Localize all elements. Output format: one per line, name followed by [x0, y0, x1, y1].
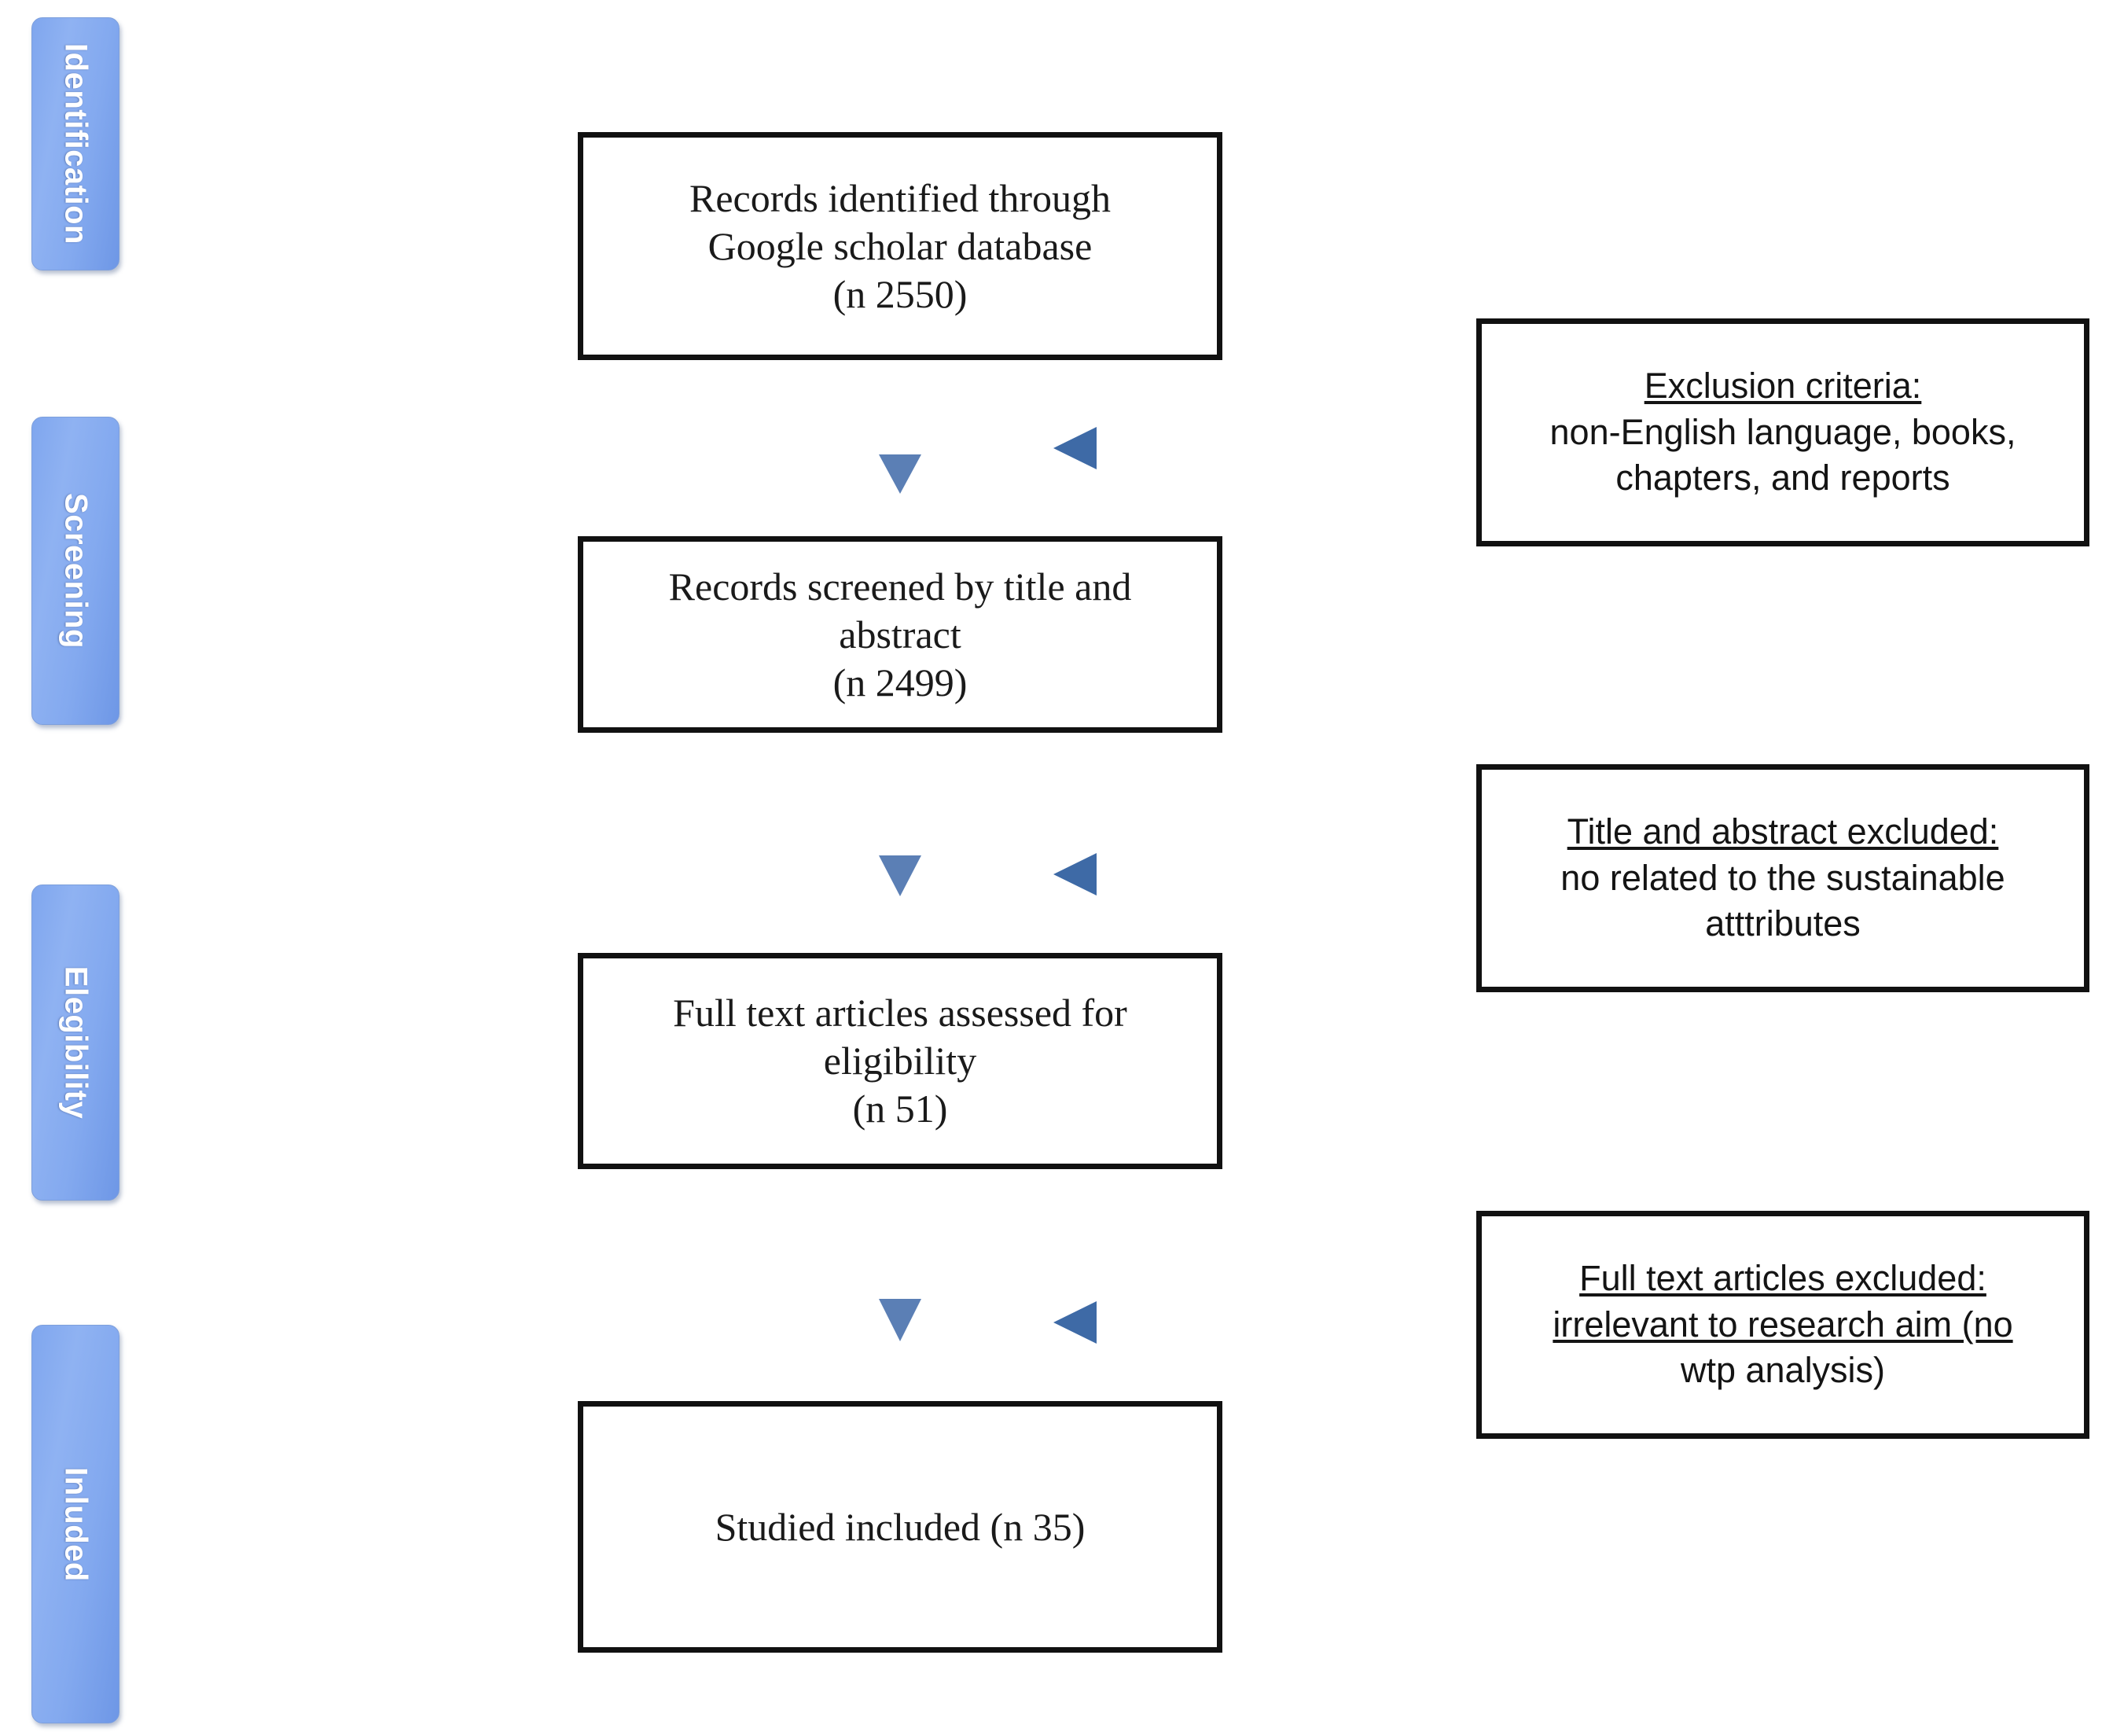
excl-heading: Exclusion criteria: — [1644, 366, 1922, 406]
flow-line: Records identified through — [689, 175, 1111, 220]
excl-box-exclusion-criteria-text: Exclusion criteria: non-English language… — [1482, 363, 2084, 502]
flow-box-records-identified-text: Records identified through Google schola… — [669, 175, 1131, 318]
excl-heading: Full text articles excluded: — [1579, 1258, 1986, 1299]
excl-line: non-English language, books, — [1549, 411, 2016, 452]
excl-box-title-abstract-excluded[interactable]: Title and abstract excluded: no related … — [1476, 764, 2089, 992]
flow-box-full-text-assessed[interactable]: Full text articles assessed for eligibil… — [578, 953, 1222, 1169]
flow-line: (n 2499) — [832, 660, 968, 704]
flow-line: (n 51) — [852, 1087, 948, 1131]
flow-box-full-text-assessed-text: Full text articles assessed for eligibil… — [652, 989, 1148, 1133]
excl-box-exclusion-criteria[interactable]: Exclusion criteria: non-English language… — [1476, 318, 2089, 546]
flow-line: (n 2550) — [832, 271, 968, 316]
flow-line: eligibility — [823, 1039, 977, 1083]
flow-box-records-screened[interactable]: Records screened by title and abstract (… — [578, 536, 1222, 733]
excl-line: irrelevant to research aim (no — [1553, 1304, 2013, 1344]
excl-heading: Title and abstract excluded: — [1567, 811, 1999, 852]
flow-box-studies-included-text: Studied included (n 35) — [695, 1503, 1106, 1551]
flow-box-studies-included[interactable]: Studied included (n 35) — [578, 1401, 1222, 1653]
excl-line: no related to the sustainable — [1560, 857, 2005, 898]
down-arrow-2 — [879, 736, 921, 896]
left-arrow-2 — [1053, 853, 1476, 896]
down-arrow-3 — [879, 1171, 921, 1341]
stage-tab-identification[interactable]: Identification — [31, 17, 119, 270]
flow-box-records-screened-text: Records screened by title and abstract (… — [649, 563, 1152, 707]
excl-box-full-text-excluded[interactable]: Full text articles excluded: irrelevant … — [1476, 1211, 2089, 1439]
excl-line: atttributes — [1705, 903, 1861, 944]
flow-line: abstract — [839, 612, 961, 657]
down-arrow-1 — [879, 362, 921, 494]
left-arrow-1 — [1053, 427, 1476, 469]
flow-line: Google scholar database — [707, 223, 1093, 268]
flow-line: Studied included (n 35) — [715, 1504, 1086, 1549]
stage-tab-elegibility[interactable]: Elegibility — [31, 885, 119, 1201]
excl-line: chapters, and reports — [1615, 458, 1950, 498]
excl-box-full-text-excluded-text: Full text articles excluded: irrelevant … — [1482, 1256, 2084, 1394]
left-arrow-3 — [1053, 1301, 1476, 1344]
flow-box-records-identified[interactable]: Records identified through Google schola… — [578, 132, 1222, 360]
stage-tab-inluded[interactable]: Inluded — [31, 1325, 119, 1723]
excl-line: wtp analysis) — [1680, 1350, 1886, 1391]
excl-box-title-abstract-excluded-text: Title and abstract excluded: no related … — [1482, 809, 2084, 947]
flow-line: Records screened by title and — [668, 564, 1132, 609]
flow-line: Full text articles assessed for — [673, 991, 1127, 1035]
stage-tab-screening[interactable]: Screening — [31, 417, 119, 725]
